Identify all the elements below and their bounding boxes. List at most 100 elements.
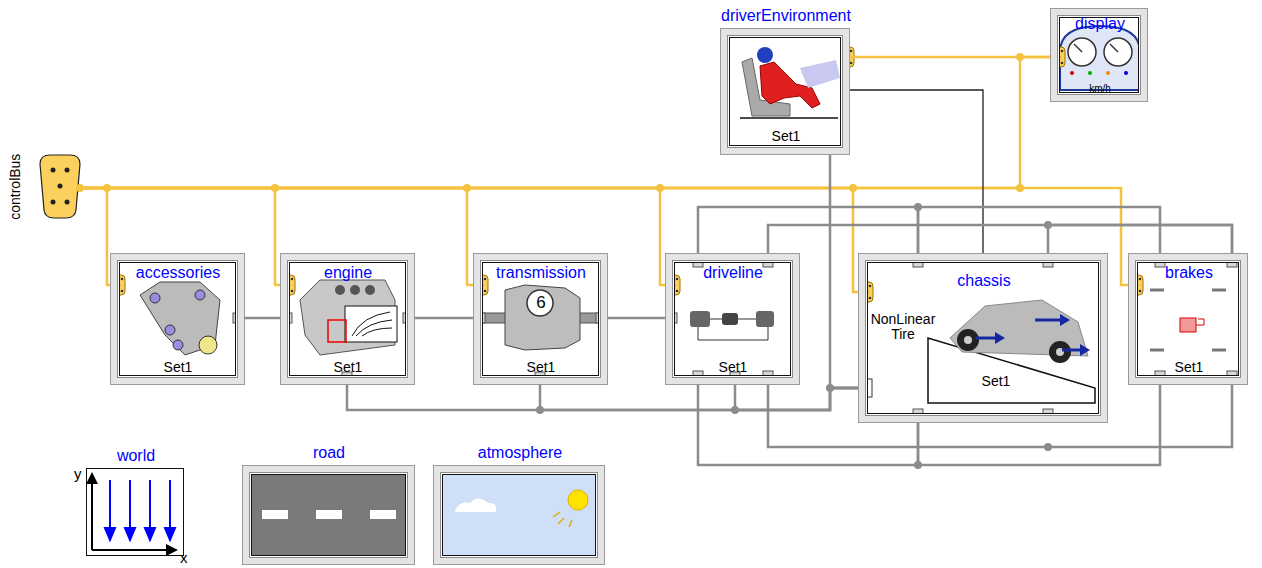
junction-dot [271,184,279,192]
bus-wire [82,188,665,285]
bus-port [861,282,873,302]
parameter-set: Set1 [772,129,801,144]
flange-port [1043,409,1053,419]
parameter-set: Set1 [164,360,193,375]
bus-wire [82,188,1128,285]
bus-pin [673,284,676,287]
junction-dot [76,184,84,192]
bus-pin [478,278,481,281]
node-title: transmission [496,264,586,282]
bus-wire [82,57,1050,188]
junction-dot [914,203,922,211]
mechanical-connector [830,155,858,388]
component-box: atmosphere [433,465,605,565]
bus-port [1053,47,1065,67]
parameter-set: Set1 [982,374,1011,389]
bus-pin [1055,50,1058,53]
axis-label: x [180,550,188,565]
mechanical-connector [698,385,918,465]
bus-pin [484,290,487,293]
flange-port [1155,371,1165,381]
bus-pin [844,50,847,53]
flange-port [1227,371,1237,381]
component-box: brakesSet1 [1128,253,1248,385]
bus-pin [1136,284,1139,287]
brake-icon [1150,290,1226,350]
junction-dot [536,406,544,414]
accessories-icon [140,282,220,355]
bus-pin [121,278,124,281]
bus-wire [82,188,110,285]
parameter-set: Set1 [334,360,363,375]
flange-port [913,257,923,267]
chassis-icon [928,300,1095,403]
mechanical-connector [608,317,665,320]
flange-port [693,371,703,381]
bus-pin [676,290,679,293]
bus-pin [118,284,121,287]
junction-dot [849,184,857,192]
flange-port [1043,257,1053,267]
unit-label: km/h [1089,83,1111,94]
junction-dot [1044,443,1052,451]
engine-icon [300,280,397,355]
road-icon [250,473,407,557]
bus-pin [863,297,866,300]
component-box: controlBus [38,155,82,218]
component-box: chassisNonLinear TireSet1 [858,253,1108,423]
bus-pin [481,284,484,287]
component-box: transmission6Set1 [473,253,608,385]
mechanical-connector [918,385,1160,465]
bus-pin [850,62,853,65]
node-title: driverEnvironment [721,7,851,25]
junction-dot [1044,221,1052,229]
junction-dot [731,406,739,414]
node-title: road [313,444,345,462]
component-box: displaykm/h [1050,8,1148,102]
parameter-set: Set1 [1175,360,1204,375]
bus-pin [115,278,118,281]
bus-pin [478,290,481,293]
bus-port [476,275,488,295]
bus-wire [82,188,280,285]
flange-port [763,371,773,381]
parameter-set: Set1 [719,360,748,375]
bus-port [283,275,295,295]
flange-port [1155,257,1165,267]
component-box: drivelineSet1 [665,253,800,385]
junction-dot [656,184,664,192]
bus-pin [670,290,673,293]
bus-port [113,275,125,295]
bus-pin [676,278,679,281]
mechanical-connector [768,225,1232,253]
bus-pin [850,50,853,53]
bus-port [1131,275,1143,295]
bus-pin [1133,278,1136,281]
gearbox-icon [480,285,600,350]
bus-pin [844,62,847,65]
parameter-set: Set1 [527,360,556,375]
node-title: brakes [1165,264,1213,282]
flange-port [475,313,485,323]
bus-connector [40,155,80,218]
component-box: driverEnvironmentSet1 [720,28,850,155]
junction-dot [1016,53,1024,61]
mechanical-connector [415,317,473,320]
bus-pin [1133,290,1136,293]
driver-icon [740,47,840,118]
flange-port [403,313,413,323]
flange-port [596,313,606,323]
bus-pin [484,278,487,281]
component-box: road [242,465,415,565]
bus-pin [1061,50,1064,53]
bus-port [668,275,680,295]
mechanical-connector [698,207,918,253]
junction-dot [826,384,834,392]
bus-pin [1058,56,1061,59]
bus-pin [1061,62,1064,65]
bus-pin [869,285,872,288]
flange-port [282,313,292,323]
flange-port [233,313,243,323]
bus-pin [285,290,288,293]
